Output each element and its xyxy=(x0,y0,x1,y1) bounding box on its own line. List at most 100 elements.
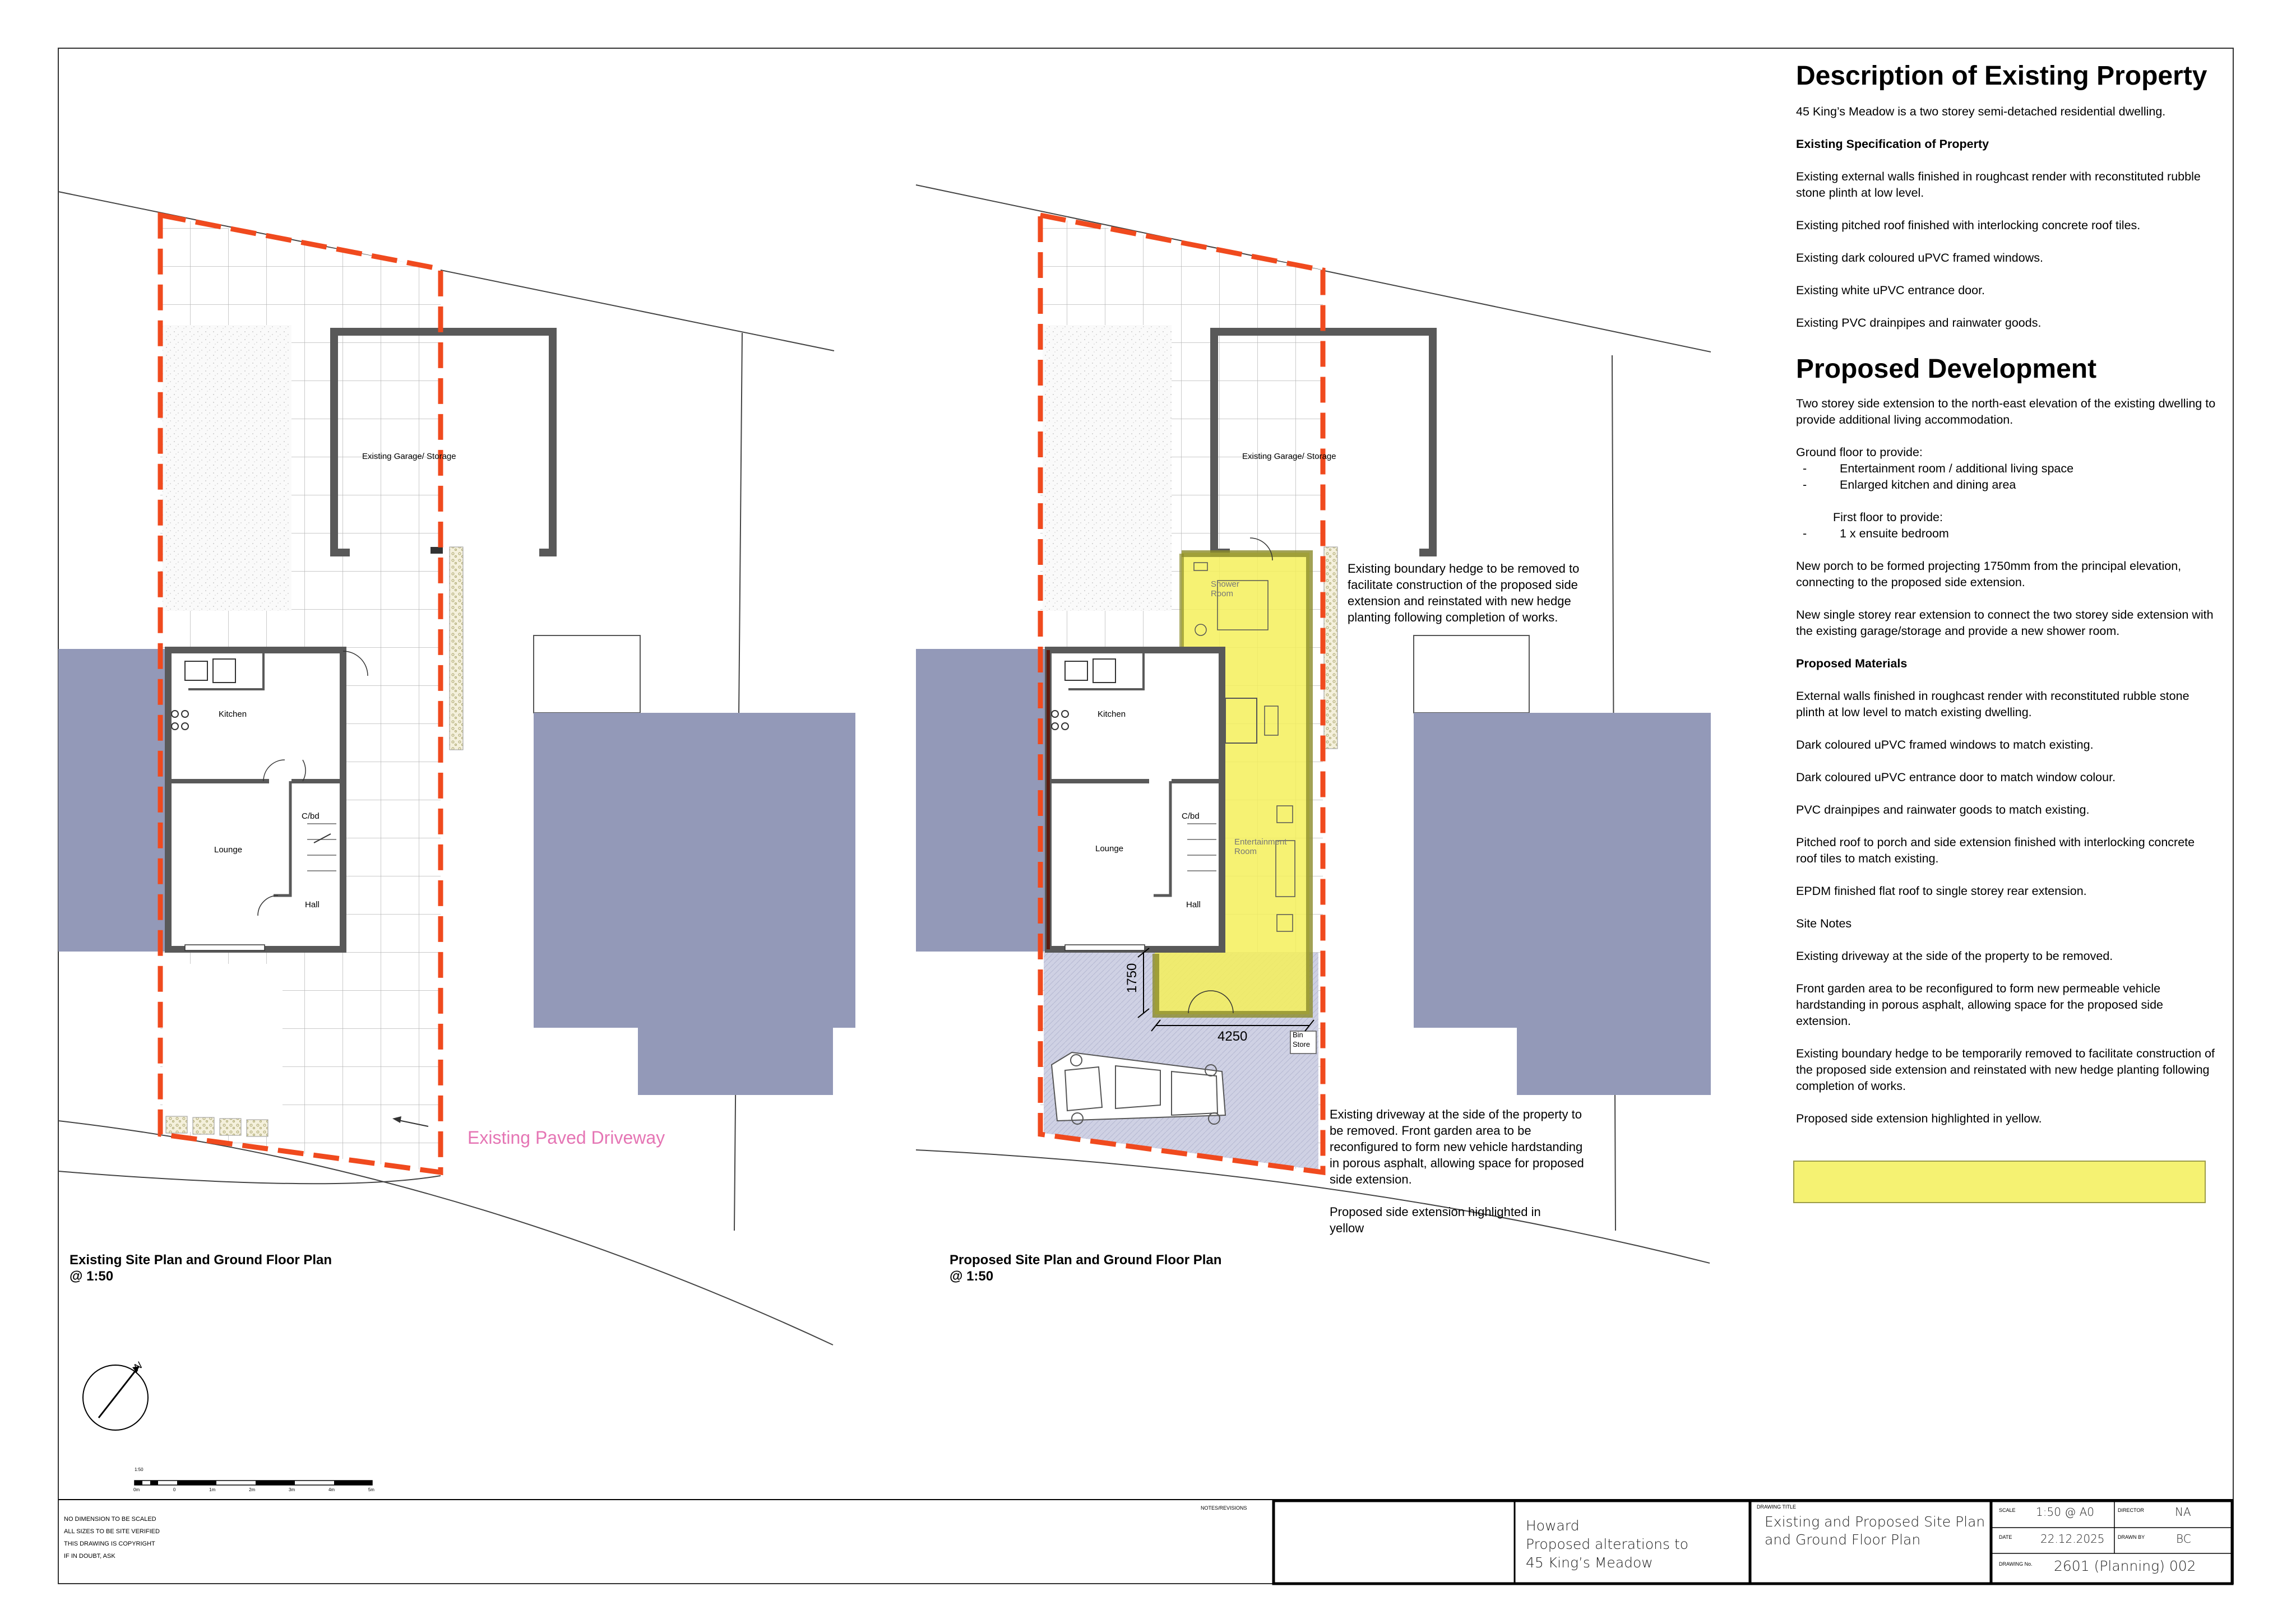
drawing-title-label: DRAWING TITLE xyxy=(1757,1504,1797,1510)
scale-tick: 4m xyxy=(328,1487,335,1492)
room-label-bin-store: Bin Store xyxy=(1293,1031,1311,1048)
existing-plan-scale: @ 1:50 xyxy=(70,1269,114,1284)
site-notes-heading: Site Notes xyxy=(1796,917,1852,930)
list-item: -Entertainment room / additional living … xyxy=(1796,461,2216,477)
site-boundary-proposed xyxy=(1038,212,1326,1176)
director-label: DIRECTOR xyxy=(2118,1507,2144,1513)
room-label-hall: Hall xyxy=(305,900,320,910)
hedge-front-existing xyxy=(165,1116,269,1137)
proposed-heading: Proposed Development xyxy=(1796,354,2097,384)
scale-bar xyxy=(134,1480,373,1486)
disclaimer-line: ALL SIZES TO BE SITE VERIFIED xyxy=(64,1528,160,1535)
room-label-lounge: Lounge xyxy=(214,845,243,855)
material-item: Pitched roof to porch and side extension… xyxy=(1796,836,2195,865)
existing-plan-title: Existing Site Plan and Ground Floor Plan… xyxy=(70,1252,332,1284)
disclaimer-line: NO DIMENSION TO BE SCALED xyxy=(64,1516,156,1523)
neighbour-house-left xyxy=(916,649,1045,952)
drawing-no-label: DRAWING No. xyxy=(1999,1561,2033,1567)
material-item: External walls finished in roughcast ren… xyxy=(1796,689,2189,719)
materials-heading: Proposed Materials xyxy=(1796,657,1908,670)
spec-item: Existing external walls finished in roug… xyxy=(1796,170,2201,199)
ground-floor-label: Ground floor to provide: xyxy=(1796,446,1923,459)
extension-key-swatch xyxy=(1793,1161,2206,1203)
disclaimer-line: THIS DRAWING IS COPYRIGHT xyxy=(64,1541,155,1547)
first-floor-item: 1 x ensuite bedroom xyxy=(1840,527,1949,540)
site-boundary-existing xyxy=(158,212,443,1176)
material-item: PVC drainpipes and rainwater goods to ma… xyxy=(1796,803,2090,816)
spec-item: Existing pitched roof finished with inte… xyxy=(1796,219,2141,232)
existing-house xyxy=(165,647,368,953)
car xyxy=(1050,1051,1226,1125)
scale-tick: 1m xyxy=(209,1487,216,1492)
drawing-title-line: Existing and Proposed Site Plan xyxy=(1765,1514,1985,1530)
spec-heading: Existing Specification of Property xyxy=(1796,137,1989,151)
ground-floor-item: Enlarged kitchen and dining area xyxy=(1840,478,2016,491)
existing-intro: 45 King’s Meadow is a two storey semi-de… xyxy=(1796,105,2166,118)
proposed-intro: Two storey side extension to the north-e… xyxy=(1796,397,2216,426)
material-item: EPDM finished flat roof to single storey… xyxy=(1796,884,2087,898)
scale-label: SCALE xyxy=(1999,1507,2016,1513)
proposed-site-plan xyxy=(915,184,1711,1264)
existing-garage xyxy=(330,328,557,556)
existing-site-plan xyxy=(58,191,855,1345)
front-garden xyxy=(163,964,283,1132)
scale-tick: 0m xyxy=(133,1487,140,1492)
bin-store xyxy=(1290,1031,1317,1054)
yellow-note: Proposed side extension highlighted in y… xyxy=(1330,1205,1541,1235)
project-line: 45 King’s Meadow xyxy=(1526,1555,1653,1571)
material-item: Dark coloured uPVC framed windows to mat… xyxy=(1796,738,2094,751)
porch-note: New porch to be formed projecting 1750mm… xyxy=(1796,559,2182,589)
room-label-garage: Existing Garage/ Storage xyxy=(1242,452,1336,461)
ground-floor-item: Entertainment room / additional living s… xyxy=(1840,462,2074,475)
paved-driveway-label: Existing Paved Driveway xyxy=(467,1127,665,1148)
site-note: Existing boundary hedge to be temporaril… xyxy=(1796,1047,2215,1093)
room-label-hall: Hall xyxy=(1186,900,1201,910)
client-project: Howard Proposed alterations to 45 King’s… xyxy=(1526,1516,1688,1572)
spec-item: Existing PVC drainpipes and rainwater go… xyxy=(1796,316,2042,330)
scale-tick: 3m xyxy=(289,1487,295,1492)
site-note: Front garden area to be reconfigured to … xyxy=(1796,982,2163,1028)
site-note: Existing driveway at the side of the pro… xyxy=(1796,949,2113,963)
room-label-cbd: C/bd xyxy=(1182,811,1200,821)
hedge-existing xyxy=(449,546,464,750)
scale-tick: 0 xyxy=(173,1487,176,1492)
notes-revisions-label: NOTES/REVISIONS xyxy=(1201,1505,1247,1511)
neighbour-house-left xyxy=(58,649,167,952)
dimension-1750 xyxy=(1137,948,1150,1018)
rear-extension-note: New single storey rear extension to conn… xyxy=(1796,608,2214,638)
existing-plan-title-text: Existing Site Plan and Ground Floor Plan xyxy=(70,1252,332,1268)
north-arrow xyxy=(82,1365,149,1431)
room-label-cbd: C/bd xyxy=(302,811,320,821)
neighbour-house-right xyxy=(1414,713,1711,1095)
drawn-by-value: BC xyxy=(2176,1532,2191,1546)
dimension-label-1750: 1750 xyxy=(1124,963,1140,993)
proposed-plan-title-text: Proposed Site Plan and Ground Floor Plan xyxy=(950,1252,1222,1268)
drawing-no-value: 2601 (Planning) 002 xyxy=(2054,1558,2196,1574)
proposed-house xyxy=(1045,647,1225,953)
list-item: -1 x ensuite bedroom xyxy=(1796,526,2216,542)
drawing-title-line: and Ground Floor Plan xyxy=(1765,1532,1921,1548)
title-block-frame xyxy=(58,1499,2234,1585)
disclaimer: NO DIMENSION TO BE SCALED ALL SIZES TO B… xyxy=(64,1513,160,1562)
room-label-entertainment: Entertainment Room xyxy=(1234,837,1287,856)
first-floor-label: First floor to provide: xyxy=(1833,511,1943,524)
hedge-note: Existing boundary hedge to be removed to… xyxy=(1348,562,1580,624)
proposed-plan-title: Proposed Site Plan and Ground Floor Plan… xyxy=(950,1252,1221,1284)
client-name: Howard xyxy=(1526,1518,1580,1534)
description-panel: Description of Existing Property 45 King… xyxy=(1796,61,2216,1127)
scale-tick: 2m xyxy=(249,1487,256,1492)
date-label: DATE xyxy=(1999,1534,2012,1540)
director-value: NA xyxy=(2175,1505,2191,1519)
drawing-title: Existing and Proposed Site Plan and Grou… xyxy=(1765,1513,1985,1549)
existing-description-heading: Description of Existing Property xyxy=(1796,61,2207,91)
project-line: Proposed alterations to xyxy=(1526,1536,1689,1552)
proposed-plan-scale: @ 1:50 xyxy=(950,1269,994,1284)
site-note: Proposed side extension highlighted in y… xyxy=(1796,1112,2042,1125)
scale-tick: 5m xyxy=(368,1487,374,1492)
scale-value: 1:50 @ A0 xyxy=(2036,1505,2095,1519)
dimension-label-4250: 4250 xyxy=(1218,1029,1248,1044)
driveway-note: Existing driveway at the side of the pro… xyxy=(1330,1107,1584,1186)
list-item: -Enlarged kitchen and dining area xyxy=(1796,477,2216,493)
room-label-lounge: Lounge xyxy=(1095,844,1124,853)
